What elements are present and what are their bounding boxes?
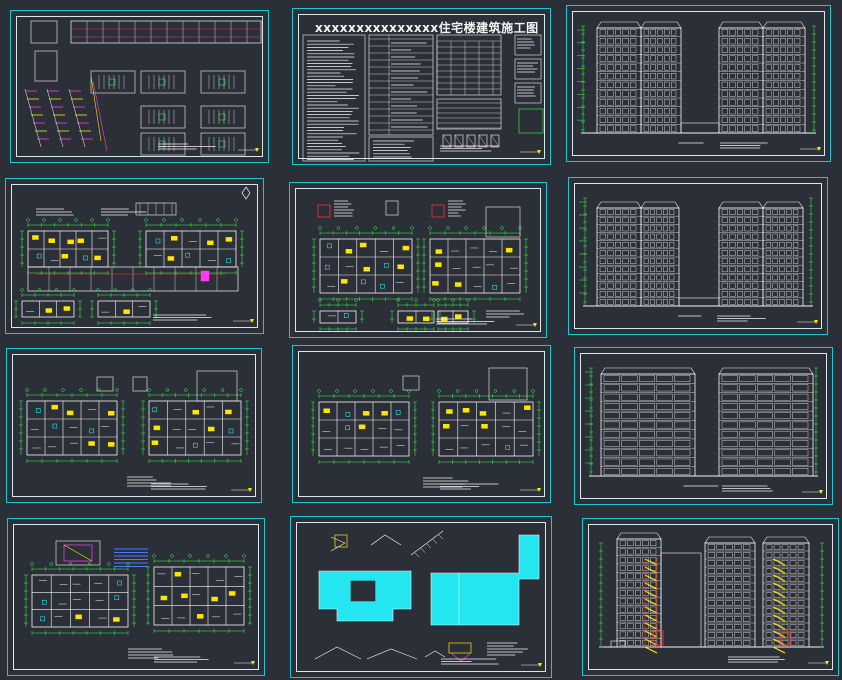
sheet-frame (298, 14, 545, 159)
sheet-frame (12, 354, 256, 497)
sheet-frame (588, 524, 833, 670)
sheet-roof-plan[interactable] (290, 516, 552, 678)
drawing-standard-floor-plan-b (311, 367, 541, 492)
sheet-frame (13, 524, 259, 670)
sheet-second-floor-plan[interactable] (289, 182, 547, 338)
sheet-stair-details[interactable] (10, 10, 269, 163)
sheet-standard-floor-plan-a[interactable] (6, 348, 262, 503)
sheet-standard-floor-plan-b[interactable] (292, 345, 551, 503)
drawing-roof-plan (314, 530, 542, 667)
sheet-frame (295, 188, 541, 332)
drawing-rear-elevation (579, 197, 818, 324)
drawing-stair-details (24, 20, 262, 156)
drawing-side-elevation (585, 367, 823, 494)
drawing-design-notes (302, 34, 544, 162)
drawing-standard-floor-plan-a (19, 370, 252, 492)
sheet-frame (296, 522, 546, 672)
sheet-rear-elevation[interactable] (568, 177, 828, 335)
drawing-top-floor-plan (24, 540, 255, 665)
sheet-front-elevation[interactable] (566, 5, 831, 162)
drawing-front-elevation (577, 21, 821, 151)
sheet-frame (574, 183, 822, 329)
sheet-frame (11, 184, 258, 328)
drawing-ground-floor-plan (14, 186, 254, 325)
sheet-side-elevation[interactable] (574, 347, 833, 505)
drawing-section (599, 532, 829, 665)
sheet-frame (16, 16, 263, 157)
sheet-top-floor-plan[interactable] (7, 518, 265, 676)
sheet-frame (580, 353, 827, 499)
drawing-set-title: xxxxxxxxxxxxxxx住宅楼建筑施工图 (315, 21, 539, 35)
drawing-second-floor-plan (312, 200, 537, 331)
sheet-ground-floor-plan[interactable] (5, 178, 264, 334)
sheet-section[interactable] (582, 518, 839, 676)
sheet-frame (572, 11, 825, 156)
sheet-design-notes[interactable]: xxxxxxxxxxxxxxx住宅楼建筑施工图 (292, 8, 551, 165)
sheet-frame (298, 351, 545, 497)
